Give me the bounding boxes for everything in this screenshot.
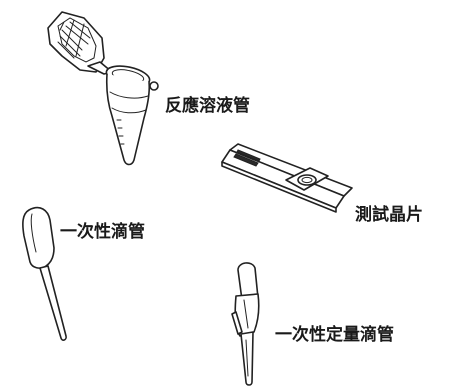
microcentrifuge-tube-icon (47, 11, 159, 166)
dropper-label: 一次性滴管 (60, 222, 145, 242)
dropper-icon (22, 206, 67, 341)
fixed-volume-dropper-icon (231, 262, 260, 386)
test-chip-icon (221, 143, 353, 213)
fixed-dropper-label: 一次性定量滴管 (275, 325, 394, 345)
test-chip-label: 測試晶片 (355, 205, 423, 225)
reaction-tube-label: 反應溶液管 (165, 96, 250, 116)
